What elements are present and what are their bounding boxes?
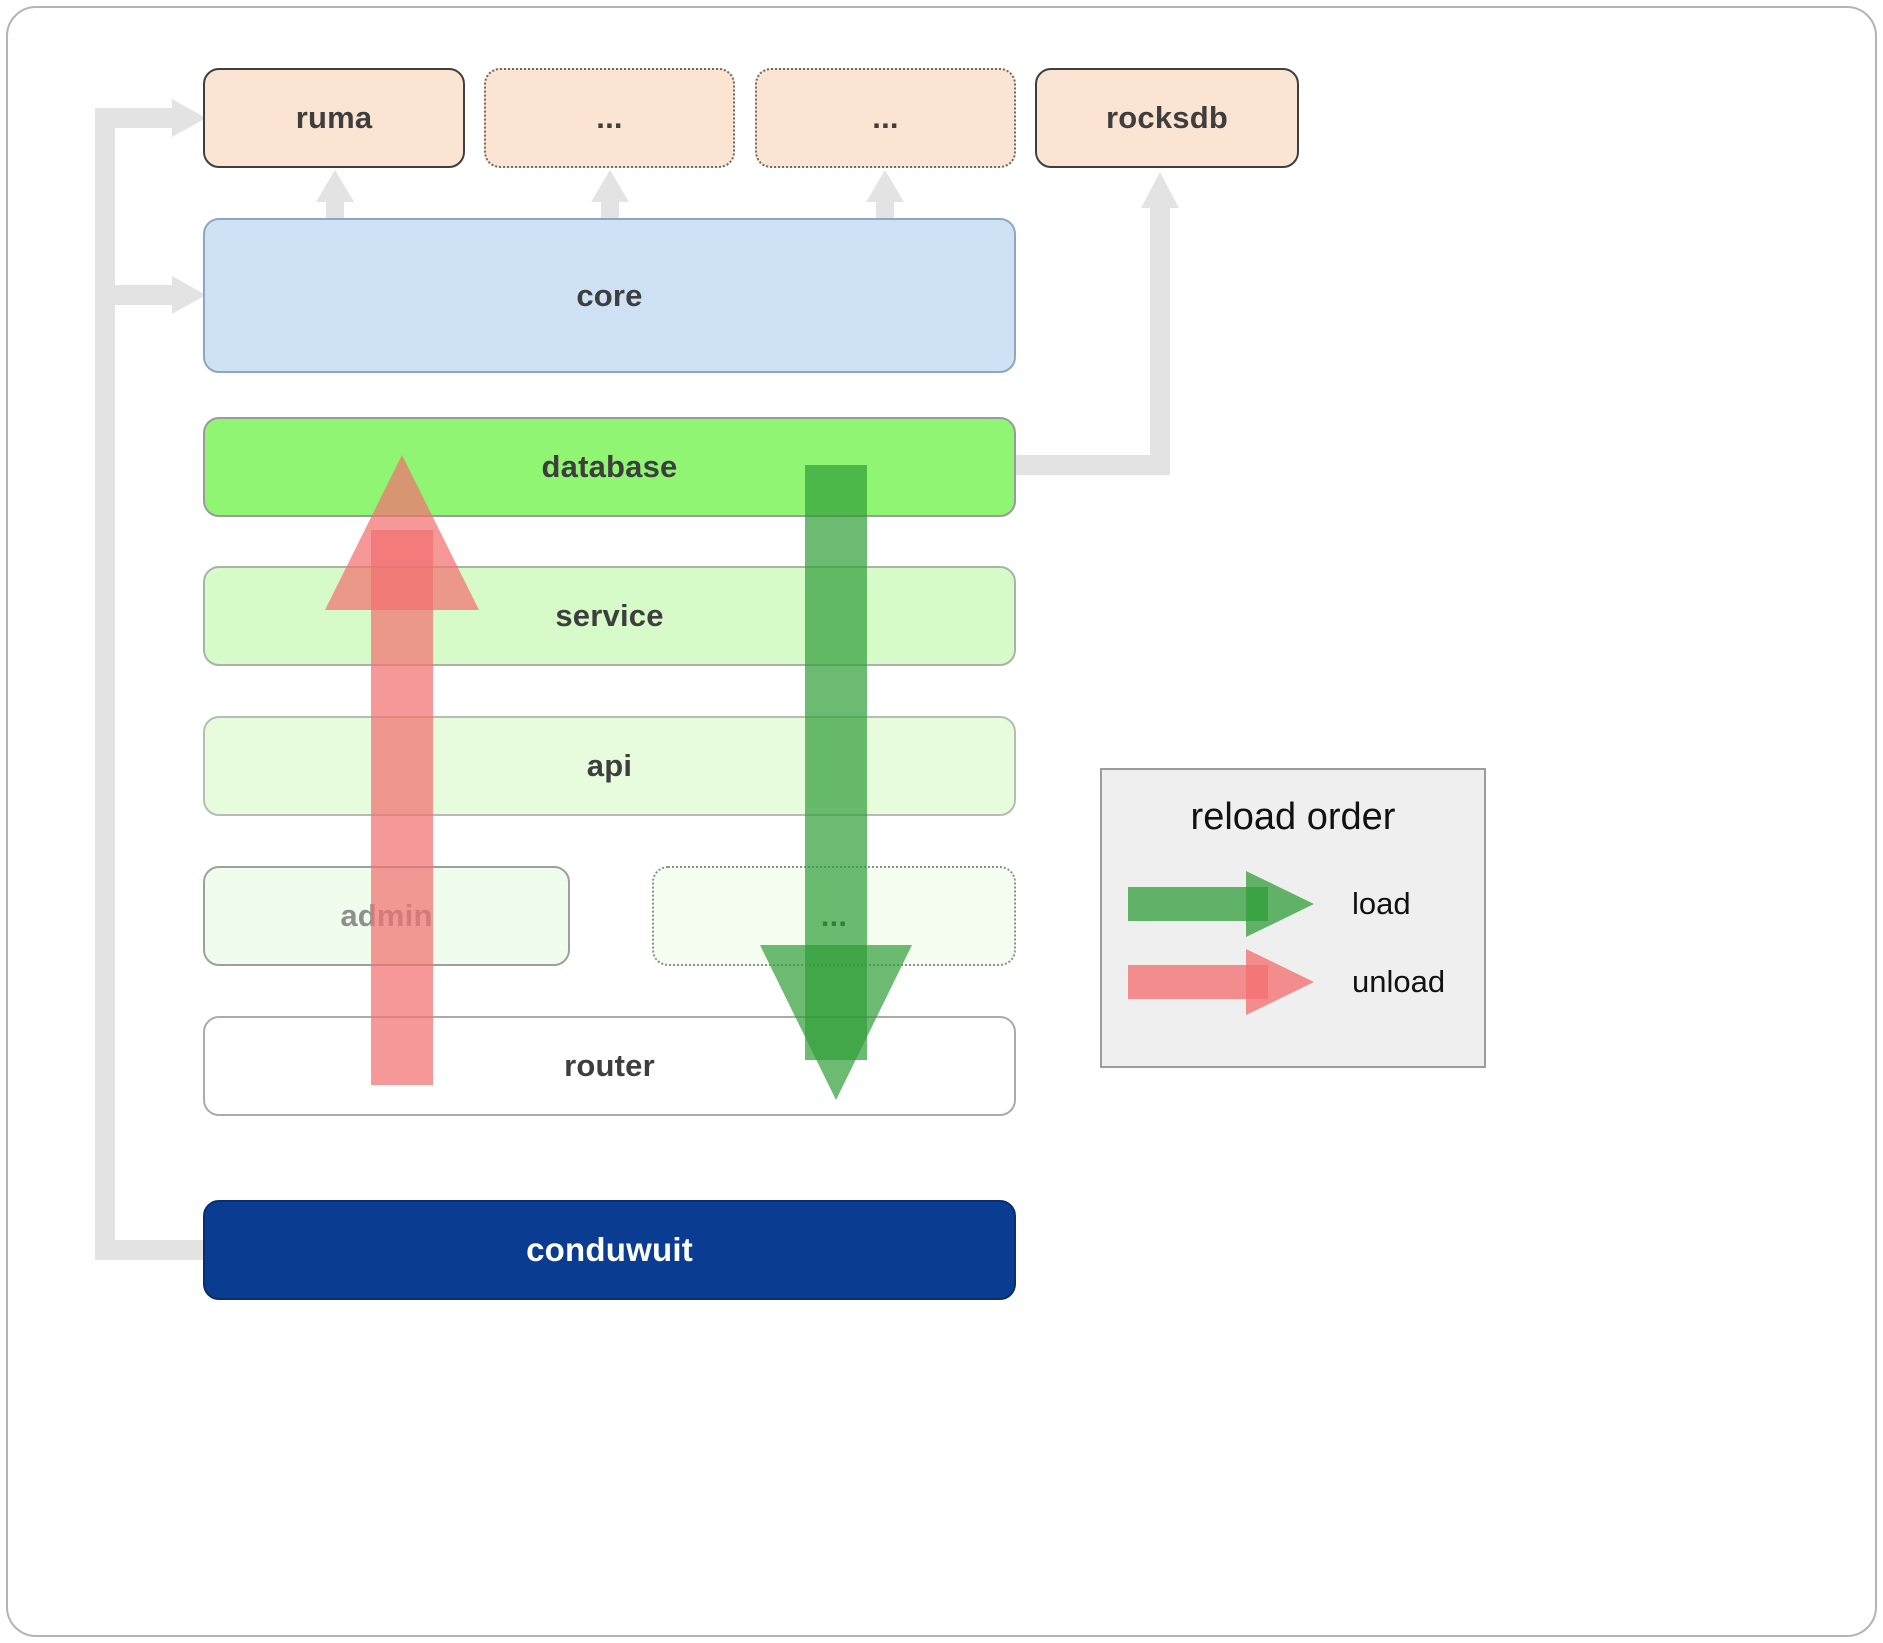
box-admin-more-label: ...: [820, 898, 848, 933]
box-service-label: service: [555, 598, 664, 633]
box-admin-label: admin: [340, 898, 433, 933]
legend-row-load: load: [1126, 865, 1460, 943]
box-admin: admin: [203, 866, 570, 966]
box-ruma-label: ruma: [295, 100, 373, 135]
connector-conduwuit-to-ruma-and-core: [95, 99, 206, 1260]
legend-unload-label: unload: [1352, 964, 1446, 999]
box-database-label: database: [541, 449, 678, 484]
box-database: database: [203, 417, 1016, 517]
box-router-label: router: [564, 1048, 655, 1083]
connector-database-to-rocksdb: [1014, 172, 1179, 475]
box-router: router: [203, 1016, 1016, 1116]
box-admin-more: ...: [652, 866, 1016, 966]
box-api-label: api: [586, 748, 633, 783]
box-ruma: ruma: [203, 68, 465, 168]
box-core: core: [203, 218, 1016, 373]
box-rocksdb-label: rocksdb: [1106, 100, 1228, 135]
box-conduwuit: conduwuit: [203, 1200, 1016, 1300]
box-api: api: [203, 716, 1016, 816]
unload-arrow-icon: [1128, 949, 1314, 1015]
box-rocksdb: rocksdb: [1035, 68, 1299, 168]
box-dependency-b-label: ...: [872, 100, 899, 135]
box-service: service: [203, 566, 1016, 666]
box-conduwuit-label: conduwuit: [526, 1231, 693, 1268]
box-dependency-b: ...: [755, 68, 1016, 168]
load-arrow-icon: [1128, 871, 1314, 937]
connector-core-to-ruma: [316, 170, 354, 222]
connector-core-to-dep-b: [866, 170, 904, 222]
box-dependency-a: ...: [484, 68, 735, 168]
legend-load-label: load: [1352, 886, 1411, 921]
legend-reload-order: reload order load unload: [1100, 768, 1486, 1068]
connector-core-to-dep-a: [591, 170, 629, 222]
legend-row-unload: unload: [1126, 943, 1460, 1021]
legend-title: reload order: [1190, 796, 1396, 838]
box-core-label: core: [576, 277, 643, 313]
box-dependency-a-label: ...: [596, 100, 623, 135]
